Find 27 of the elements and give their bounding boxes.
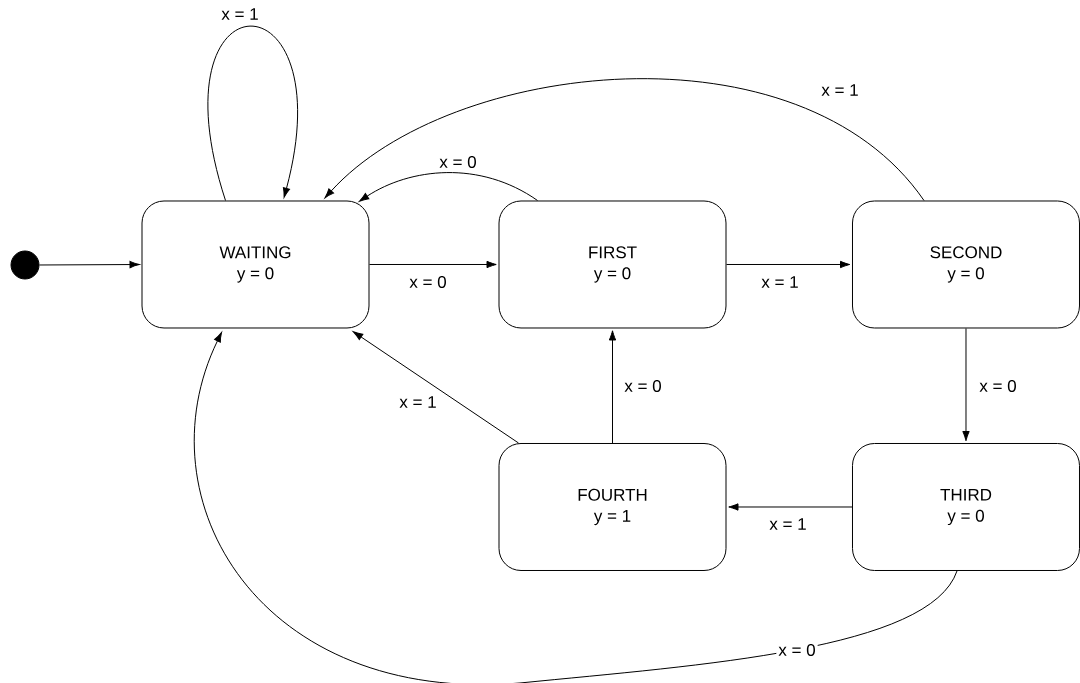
edge-label: x = 1	[767, 516, 809, 532]
edge-label: x = 0	[776, 642, 818, 658]
edge-label: x = 0	[977, 378, 1019, 394]
state-box: WAITING y = 0	[141, 200, 370, 329]
state-box: SECOND y = 0	[852, 200, 1080, 329]
state-box: FIRST y = 0	[498, 200, 727, 329]
arrow	[324, 78, 925, 201]
edge-label: x = 0	[622, 378, 664, 394]
arrow	[194, 332, 958, 683]
arrow	[207, 25, 298, 201]
edge-label: x = 0	[437, 154, 479, 170]
arrow	[962, 328, 970, 442]
arrow	[39, 260, 140, 269]
state-box: FOURTH y = 1	[498, 443, 727, 571]
edge-label: x = 1	[219, 6, 261, 22]
state-box: THIRD y = 0	[852, 443, 1080, 571]
arrow	[728, 503, 853, 511]
arrow	[726, 260, 851, 269]
edge-label: x = 1	[819, 82, 861, 98]
arrow	[358, 172, 538, 202]
initial-state-dot	[10, 250, 40, 280]
arrow	[369, 260, 497, 269]
arrow	[352, 331, 519, 444]
edge-label: x = 1	[397, 394, 439, 410]
arrow	[608, 330, 617, 444]
edge-label: x = 1	[759, 274, 801, 290]
edge-label: x = 0	[407, 274, 449, 290]
